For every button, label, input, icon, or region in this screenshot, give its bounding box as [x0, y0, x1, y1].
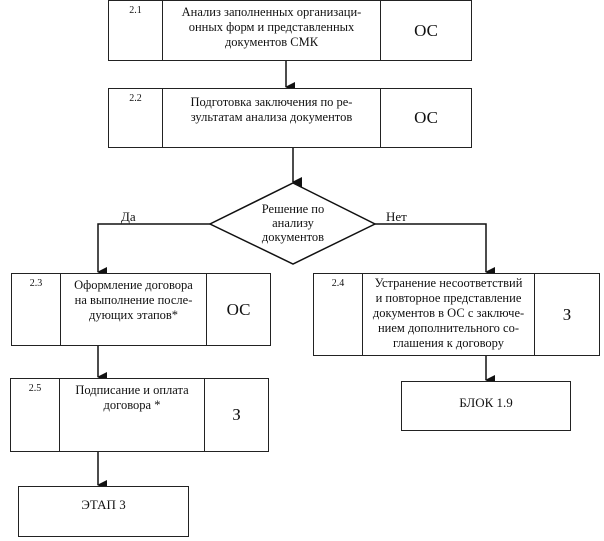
text-line: анализу [272, 216, 314, 230]
text-line: на выполнение после- [74, 293, 193, 307]
text-line: Решение по [261, 202, 325, 216]
text-line: глашения к договору [393, 336, 504, 350]
decision-diamond [208, 182, 377, 265]
decision-text: Решение по анализу документов [243, 202, 343, 244]
block-number: 2.5 [11, 379, 60, 451]
terminal-stage-3: ЭТАП 3 [18, 486, 189, 537]
process-block-2-3: 2.3 Оформление договора на выполнение по… [11, 273, 271, 346]
text-line: зультатам анализа документов [190, 110, 353, 124]
text-line: Устранение несоответствий [374, 276, 523, 290]
text-line: документов в ОС с заключе- [372, 306, 525, 320]
process-block-2-4: 2.4 Устранение несоответствий и повторно… [313, 273, 600, 356]
block-responsible: З [562, 304, 572, 324]
text-line: документов [261, 230, 325, 244]
block-description: Устранение несоответствий и повторное пр… [363, 274, 535, 355]
process-block-2-5: 2.5 Подписание и оплата договора * З [10, 378, 269, 452]
text-line: и повторное представление [375, 291, 522, 305]
block-description: Подписание и оплата договора * [60, 379, 205, 451]
arrow-no-branch [375, 223, 495, 277]
text-line: документов СМК [224, 35, 319, 49]
block-responsible: ОС [226, 299, 251, 319]
text-line: дующих этапов* [88, 308, 179, 322]
block-description: Подготовка заключения по ре- зультатам а… [163, 89, 381, 147]
text-line: Подготовка заключения по ре- [190, 95, 353, 109]
block-number: 2.2 [109, 89, 163, 147]
block-description: Анализ заполненных организаци- онных фор… [163, 1, 381, 60]
arrow-yes-branch [97, 223, 210, 277]
text-line: нием дополнительного со- [377, 321, 519, 335]
text-line: договора * [103, 398, 161, 412]
block-description: Оформление договора на выполнение после-… [61, 274, 207, 345]
text-line: онных форм и представленных [188, 20, 355, 34]
block-number: 2.4 [314, 274, 363, 355]
text-line: Подписание и оплата [75, 383, 189, 397]
terminal-block-1-9: БЛОК 1.9 [401, 381, 571, 431]
yes-label: Да [121, 209, 136, 224]
block-number: 2.1 [109, 1, 163, 60]
no-label: Нет [386, 209, 407, 224]
block-responsible: З [232, 405, 241, 424]
text-line: Оформление договора [74, 278, 193, 292]
block-number: 2.3 [12, 274, 61, 345]
process-block-2-1: 2.1 Анализ заполненных организаци- онных… [108, 0, 472, 61]
block-responsible: ОС [414, 20, 438, 40]
text-line: Анализ заполненных организаци- [181, 5, 362, 19]
block-responsible: ОС [414, 108, 438, 127]
process-block-2-2: 2.2 Подготовка заключения по ре- зультат… [108, 88, 472, 148]
